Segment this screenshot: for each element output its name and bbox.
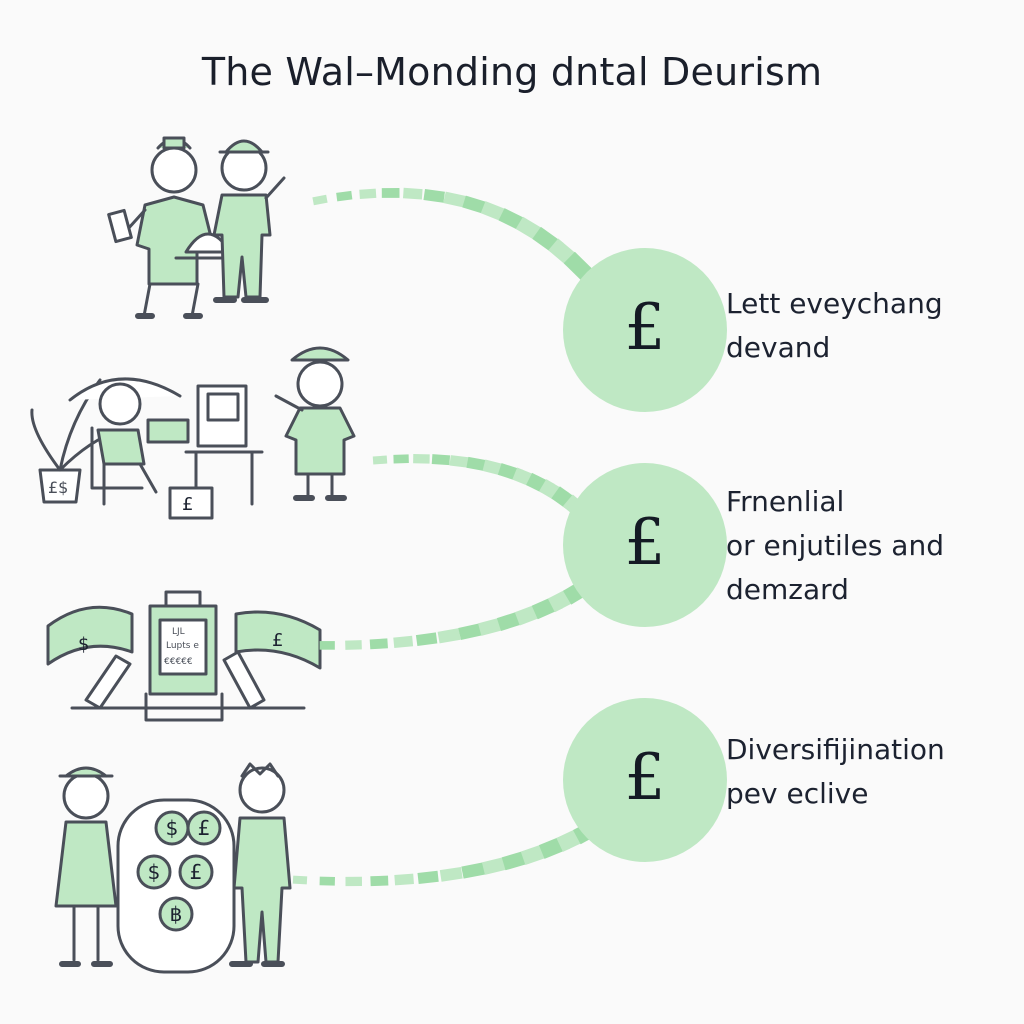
coin-symbol: $: [166, 816, 179, 840]
step-3-label: Diversifijination pev eclive: [726, 728, 1016, 816]
connector-dash: [381, 188, 400, 198]
connector-dash: [369, 638, 388, 650]
connector-dash: [292, 875, 308, 885]
step-2-label-line: Frnenlial: [726, 485, 845, 518]
connector-dash: [345, 640, 362, 650]
connector-dash: [336, 190, 353, 202]
safe-text-line-3: €€€€€: [164, 657, 193, 667]
step-3-label-line: Diversifijination: [726, 733, 945, 766]
office-desk-illustration: £$ £: [30, 346, 356, 520]
connector-dash: [292, 640, 308, 650]
step-1-pound-sign-icon: £: [624, 291, 666, 365]
connector-dash: [461, 862, 486, 879]
coin-icon: ฿: [158, 896, 194, 932]
step-1-disc: [563, 248, 727, 412]
right-banknote-label: £: [272, 630, 283, 651]
safe-text-line-1: LJL: [172, 627, 185, 637]
connector-dash: [439, 866, 463, 882]
connector-dash: [413, 454, 430, 464]
step-1-label-line: Lett eveychang: [726, 287, 943, 320]
coin-symbol: £: [190, 860, 203, 884]
left-banknote-label: $: [78, 634, 89, 655]
connector-dash: [394, 873, 414, 886]
connector-dash: [345, 876, 362, 887]
step-3-disc: [563, 698, 727, 862]
connector-dash: [402, 187, 423, 200]
coin-icon: £: [186, 810, 222, 846]
plant-pot-label: £$: [48, 478, 68, 497]
people-trading-illustration: [107, 136, 286, 319]
coin-symbol: £: [198, 816, 211, 840]
connector-dash: [466, 456, 489, 472]
connector-dash: [393, 454, 409, 464]
connector-dash: [319, 876, 336, 886]
connector-dash: [312, 194, 328, 206]
connector-dash: [462, 195, 488, 214]
price-sign-label: £: [182, 494, 193, 515]
safe-text-line-2: Lupts e: [166, 641, 199, 651]
step-1-label-line: devand: [726, 331, 831, 364]
connector-dash: [449, 455, 470, 468]
connector-dash: [481, 856, 509, 875]
connector-dash: [415, 632, 438, 647]
step-2-disc: [563, 463, 727, 627]
connector-dash: [458, 623, 484, 640]
banknotes-and-safe-illustration: $ £ LJL Lupts e €€€€€: [46, 590, 322, 722]
step-2-label: Frnenlial or enjutiles and demzard: [726, 480, 1016, 612]
coin-icon: £: [178, 854, 214, 890]
coin-symbol: $: [148, 860, 161, 884]
connector-dash: [443, 191, 467, 208]
connector-dash: [370, 875, 389, 887]
step-2-label-line: or enjutiles and: [726, 529, 944, 562]
connector-dash: [359, 188, 377, 199]
step-3-label-line: pev eclive: [726, 777, 869, 810]
connector-dash: [437, 628, 461, 644]
coin-symbol: ฿: [170, 902, 183, 926]
connector-dash: [393, 635, 414, 649]
step-1-label: Lett eveychang devand: [726, 282, 1016, 370]
connector-dash: [319, 641, 335, 650]
step-2-pound-sign-icon: £: [624, 506, 666, 580]
connector-dash: [431, 454, 451, 466]
coin-icon: $: [136, 854, 172, 890]
step-2-label-line: demzard: [726, 573, 849, 606]
connector-dash: [417, 870, 439, 884]
step-3-pound-sign-icon: £: [624, 741, 666, 815]
infographic-title: The Wal–Monding dntal Deurism: [201, 50, 823, 94]
connector-dash: [478, 617, 505, 636]
connector-dash: [372, 455, 388, 465]
connector-dash: [423, 188, 445, 203]
